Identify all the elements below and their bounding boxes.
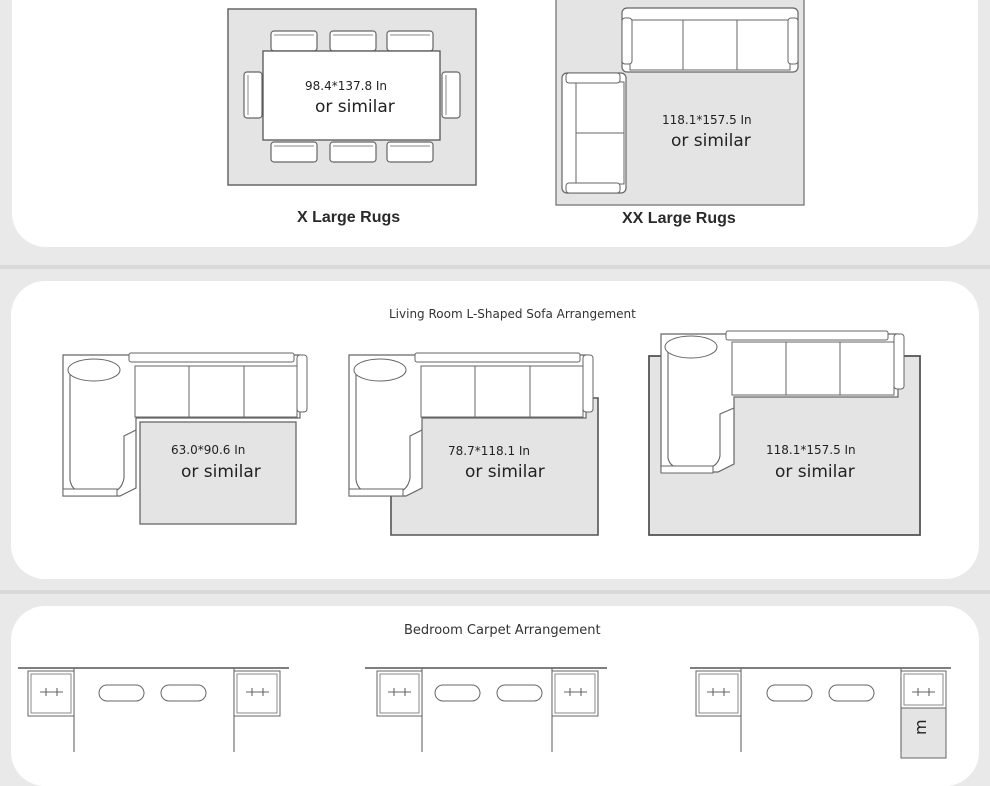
living-2-note: or similar: [465, 462, 545, 482]
xx-large-dimensions: 118.1*157.5 In: [662, 113, 752, 127]
living-1-note: or similar: [181, 462, 261, 482]
xx-large-rug-diagram: [555, 0, 805, 206]
x-large-dimensions: 98.4*137.8 In: [305, 79, 388, 93]
section-divider: [0, 590, 990, 594]
living-layout-2: [348, 352, 599, 536]
living-2-dimensions: 78.7*118.1 In: [448, 444, 531, 458]
living-1-dimensions: 63.0*90.6 In: [171, 443, 246, 457]
x-large-rug-diagram: [227, 8, 477, 186]
xx-large-caption: XX Large Rugs: [622, 210, 736, 227]
living-layout-1: [62, 352, 308, 525]
bedroom-layout-1: [18, 667, 289, 752]
section-divider: [0, 265, 990, 269]
living-layout-3: [648, 330, 921, 536]
living-room-title: Living Room L-Shaped Sofa Arrangement: [389, 307, 636, 321]
living-3-note: or similar: [775, 462, 855, 482]
x-large-note: or similar: [315, 97, 395, 117]
living-rug-1: [139, 421, 297, 525]
bedroom-layout-3: [690, 667, 951, 759]
bedroom-partial-label: m: [911, 719, 930, 735]
xx-large-note: or similar: [671, 131, 751, 151]
bedroom-layout-2: [365, 667, 607, 752]
x-large-caption: X Large Rugs: [297, 209, 401, 226]
dining-rugs-panel: [12, 0, 978, 247]
nightstand-handles: [40, 688, 935, 696]
living-3-dimensions: 118.1*157.5 In: [766, 443, 856, 457]
diagram-layer: [18, 0, 951, 759]
bedroom-title: Bedroom Carpet Arrangement: [404, 623, 601, 638]
dining-table: [262, 50, 441, 141]
